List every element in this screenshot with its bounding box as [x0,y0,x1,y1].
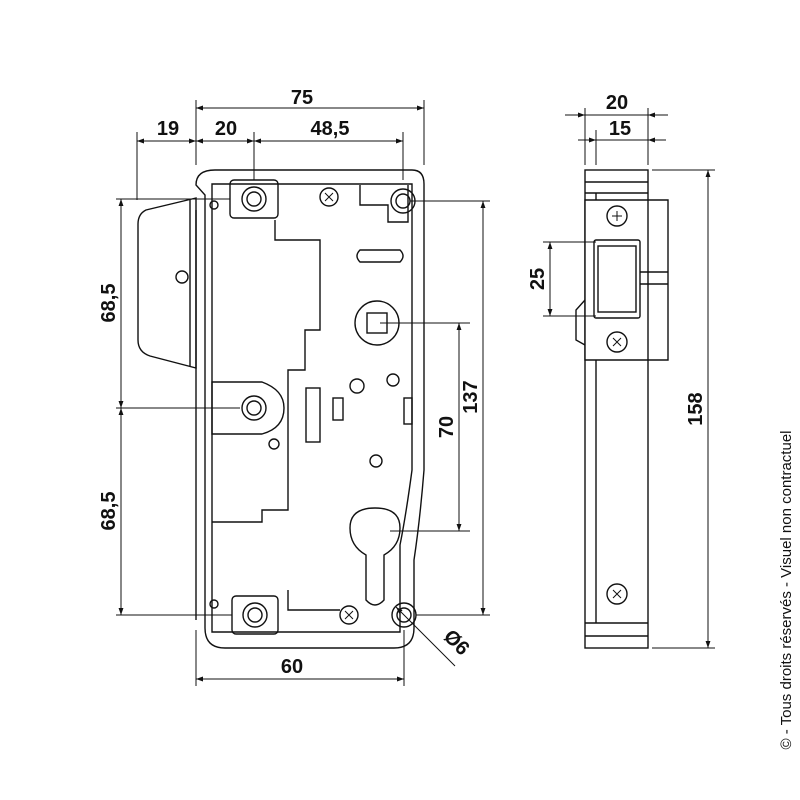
dim-hole-spacing-a: 20 [215,118,237,140]
copyright-notice: © - Tous droits réservés - Visuel non co… [778,431,795,750]
mounting-hole-top-left [229,179,279,219]
front-view: 75 19 20 48,5 68,5 68,5 70 137 60 Ø6 [98,87,490,686]
dim-hole-spacing-b: 48,5 [311,118,350,140]
side-screw-top [606,205,628,227]
dim-height-70: 70 [436,416,458,438]
dim-overall-width: 75 [291,87,313,109]
dim-offset-left: 19 [157,118,179,140]
dim-upper-height: 68,5 [98,284,120,323]
side-dim-latch-25: 25 [527,268,549,290]
dim-bottom-width: 60 [281,656,303,678]
mounting-hole-bottom-left [231,595,279,635]
side-dim-width-15: 15 [609,118,631,140]
dim-height-137: 137 [460,380,482,413]
cam-hole [211,381,285,435]
dim-lower-height: 68,5 [98,492,120,531]
side-screw-middle [606,331,628,353]
side-dim-width-20: 20 [606,92,628,114]
side-screw-bottom [606,583,628,605]
side-latch [593,239,641,319]
cylinder-keyhole [349,507,401,606]
screw-bottom [339,605,359,625]
screw-top [319,187,339,207]
side-dim-height-158: 158 [685,392,707,425]
side-body [584,169,649,649]
latch-housing [137,197,197,369]
side-view: 20 15 25 158 [527,92,715,649]
inner-plate [211,183,413,633]
lock-body-outline [195,169,425,649]
